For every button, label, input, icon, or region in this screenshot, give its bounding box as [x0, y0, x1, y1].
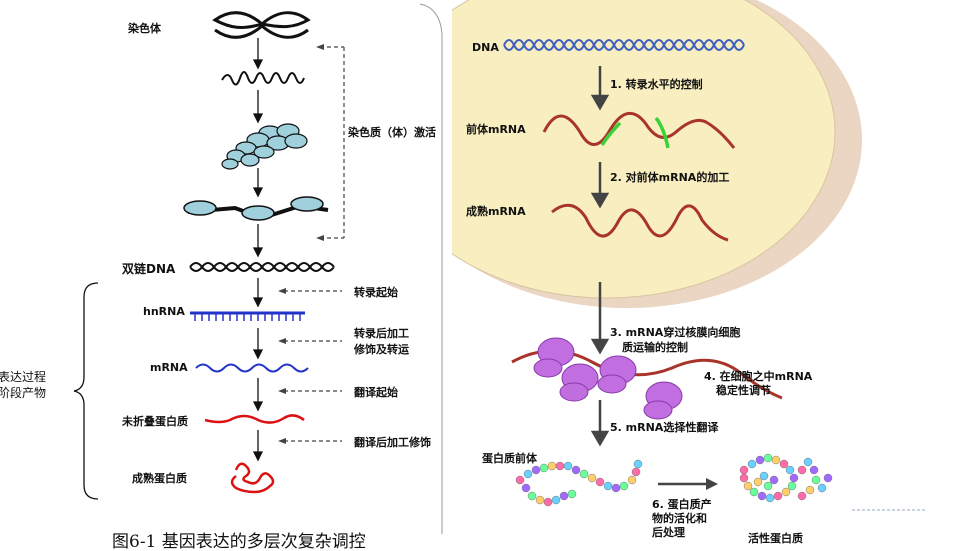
step-6-label-line3: 后处理 [652, 526, 685, 539]
chromosome-icon [212, 11, 311, 39]
control-dashed-arrows [284, 290, 342, 442]
label-unfolded-protein: 未折叠蛋白质 [122, 415, 188, 428]
exon-segment-2 [654, 116, 670, 149]
step-6-label-line1: 6. 蛋白质产 [652, 498, 712, 511]
stage-brace [73, 282, 99, 500]
mature-mrna-label: 成熟mRNA [466, 205, 526, 218]
pre-mrna-strand [542, 112, 736, 149]
activation-arrowhead-top [316, 44, 324, 50]
mature-protein-icon [230, 462, 275, 494]
activation-arrowhead-bottom [316, 235, 324, 241]
label-chromosome: 染色体 [128, 22, 161, 35]
step-3-label-line2: 质运输的控制 [622, 341, 688, 354]
control-arrowheads [278, 288, 286, 444]
label-hnrna: hnRNA [143, 305, 185, 318]
dna-label: DNA [472, 41, 499, 54]
side-label-process: 表达过程 [0, 370, 47, 384]
beads-on-string-icon [183, 196, 329, 221]
label-post-transcription: 转录后加工 [354, 327, 409, 340]
dna-helix-icon [503, 39, 745, 51]
label-translation-start: 翻译起始 [354, 386, 398, 399]
step-4-label-line1: 4. 在细胞之中mRNA [704, 370, 813, 383]
ribosome-icons [533, 337, 683, 420]
hnrna-comb-icon [190, 311, 305, 321]
label-post-translation: 翻译后加工修饰 [354, 436, 431, 449]
mrna-wave-icon [195, 363, 309, 373]
nucleus-body [452, 0, 836, 299]
step-3-label-line1: 3. mRNA穿过核膜向细胞 [610, 326, 741, 339]
active-protein-label: 活性蛋白质 [748, 532, 803, 545]
step-1-label: 1. 转录水平的控制 [610, 78, 703, 91]
pre-mrna-label: 前体mRNA [466, 123, 526, 136]
step-5-label: 5. mRNA选择性翻译 [610, 421, 719, 434]
protein-precursor-label: 蛋白质前体 [482, 452, 537, 465]
left-diagram-graphics [73, 3, 443, 534]
panel-border [419, 3, 443, 534]
step-4-label-line2: 稳定性调节 [716, 384, 771, 397]
figure-caption: 图6-1 基因表达的多层次复杂调控 [112, 532, 366, 551]
label-mature-protein: 成熟蛋白质 [132, 472, 187, 485]
label-dsdna: 双链DNA [122, 262, 176, 276]
label-mrna: mRNA [150, 361, 188, 374]
right-flow-arrows [590, 66, 610, 447]
chromatin-squiggle-icon [221, 71, 305, 86]
label-chromatin-activation: 染色质（体）激活 [348, 126, 436, 139]
activation-arrowhead [706, 478, 718, 490]
label-modification-transport: 修饰及转运 [354, 343, 409, 356]
active-protein-cluster [739, 453, 833, 503]
unfolded-protein-icon [204, 414, 305, 424]
right-diagram-graphics [452, 0, 927, 511]
protein-precursor-beads [515, 459, 643, 507]
side-label-products: 阶段产物 [0, 386, 47, 400]
step-2-label: 2. 对前体mRNA的加工 [610, 171, 730, 184]
step-6-label-line2: 物的活化和 [652, 512, 707, 525]
nucleosome-cluster-icon [221, 123, 308, 170]
exon-segment-1 [600, 121, 622, 146]
right-panel: DNA 前体mRNA 成熟mRNA 1. 转录水平的控制 2. 对前体mRNA的… [452, 0, 980, 551]
left-panel: 染色体 双链DNA hnRNA mRNA 未折叠蛋白质 成熟蛋白质 染色质（体）… [0, 0, 452, 551]
label-transcription-start: 转录起始 [354, 286, 398, 299]
mature-mrna-strand [551, 203, 729, 242]
double-helix-icon [189, 262, 335, 272]
main-flow-arrows [252, 38, 264, 462]
